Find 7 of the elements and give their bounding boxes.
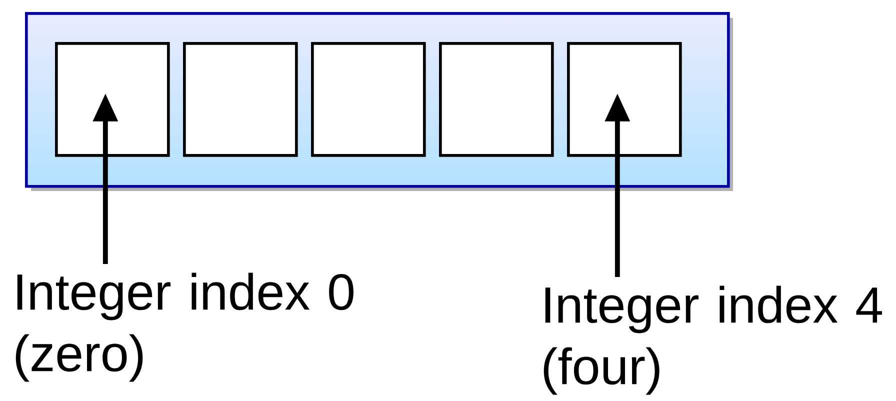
cell-box [567,42,682,157]
cell-box [55,42,170,157]
index-label: Integer index 4 (four) [544,286,882,395]
cell-box [439,42,554,157]
index-label: Integer index 0 (zero) [16,272,354,382]
cell-box [183,42,298,157]
cell-box [311,42,426,157]
